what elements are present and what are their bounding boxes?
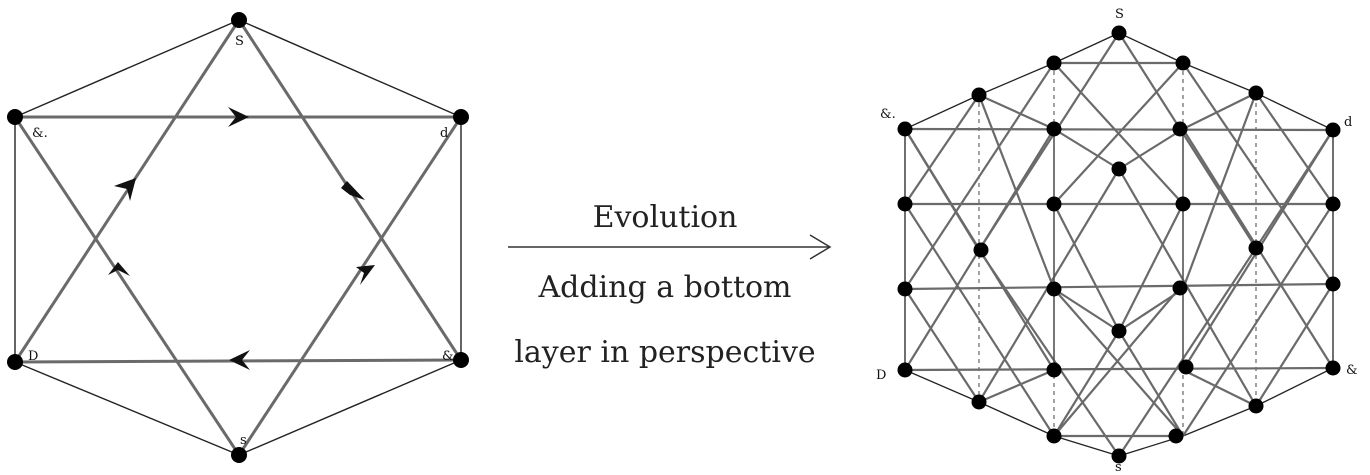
node [897, 362, 913, 378]
node [897, 281, 913, 297]
right-dashed-guides [978, 63, 1257, 436]
node [231, 447, 247, 463]
right-layered-diagram: S &. d D & s [876, 7, 1358, 475]
left-direction-arrows [108, 107, 375, 370]
node [1046, 121, 1062, 137]
node [453, 352, 469, 368]
label-lower-left: D [876, 368, 886, 383]
node [1111, 25, 1127, 41]
node [971, 87, 987, 103]
node [1046, 362, 1062, 378]
node [1325, 360, 1341, 376]
left-node-labels: S &. d D & s [28, 34, 454, 448]
node [1248, 240, 1264, 256]
label-upper-left: &. [32, 126, 48, 141]
node [1178, 359, 1194, 375]
left-hexagram-diagram: S &. d D & s [7, 12, 469, 463]
arrow-up-left-icon [341, 181, 365, 200]
label-bottom: s [240, 433, 247, 448]
node [1172, 121, 1188, 137]
arrow-right-icon [228, 107, 249, 127]
left-nodes [7, 12, 469, 463]
label-top: S [235, 34, 244, 49]
node [1325, 122, 1341, 138]
right-vertical-edges [1053, 129, 1184, 370]
label-lower-right: & [442, 349, 454, 364]
arrow-left-icon [229, 350, 250, 370]
node [7, 109, 23, 125]
left-hexagon-outline [14, 19, 462, 456]
node [1111, 323, 1127, 339]
node [7, 354, 23, 370]
node [1248, 398, 1264, 414]
node [1325, 276, 1341, 292]
label-upper-left: &. [880, 107, 896, 122]
right-diagonal-edges [904, 32, 1334, 457]
node [231, 12, 247, 28]
node [1248, 85, 1264, 101]
node [453, 109, 469, 125]
evolution-arrow-icon [508, 234, 832, 260]
node [1046, 281, 1062, 297]
node [1175, 196, 1191, 212]
node [1111, 161, 1127, 177]
caption-evolution: Evolution [592, 200, 738, 235]
node [1046, 428, 1062, 444]
right-outer-frame [904, 32, 1334, 457]
arrow-up-right-icon [114, 178, 136, 201]
evolution-caption-block: Evolution Adding a bottom layer in persp… [500, 190, 840, 390]
right-nodes [897, 25, 1341, 464]
node [897, 196, 913, 212]
right-node-labels: S &. d D & s [876, 7, 1358, 475]
label-lower-right: & [1346, 363, 1358, 378]
caption-adding-bottom: Adding a bottom [538, 270, 792, 305]
label-upper-right: d [1344, 115, 1352, 130]
node [1175, 55, 1191, 71]
node [1046, 55, 1062, 71]
node [971, 394, 987, 410]
label-bottom: s [1115, 460, 1122, 475]
arrow-down-left-icon [356, 265, 375, 285]
label-upper-right: d [440, 126, 448, 141]
node [1111, 448, 1127, 464]
right-horizontal-edges [904, 61, 1334, 438]
node [1168, 428, 1184, 444]
label-top: S [1115, 7, 1124, 22]
node [897, 121, 913, 137]
label-lower-left: D [28, 349, 38, 364]
node [973, 242, 989, 258]
node [1172, 280, 1188, 296]
arrow-up-right-icon [108, 262, 130, 276]
node [1046, 196, 1062, 212]
node [1325, 196, 1341, 212]
caption-layer-perspective: layer in perspective [514, 335, 816, 370]
